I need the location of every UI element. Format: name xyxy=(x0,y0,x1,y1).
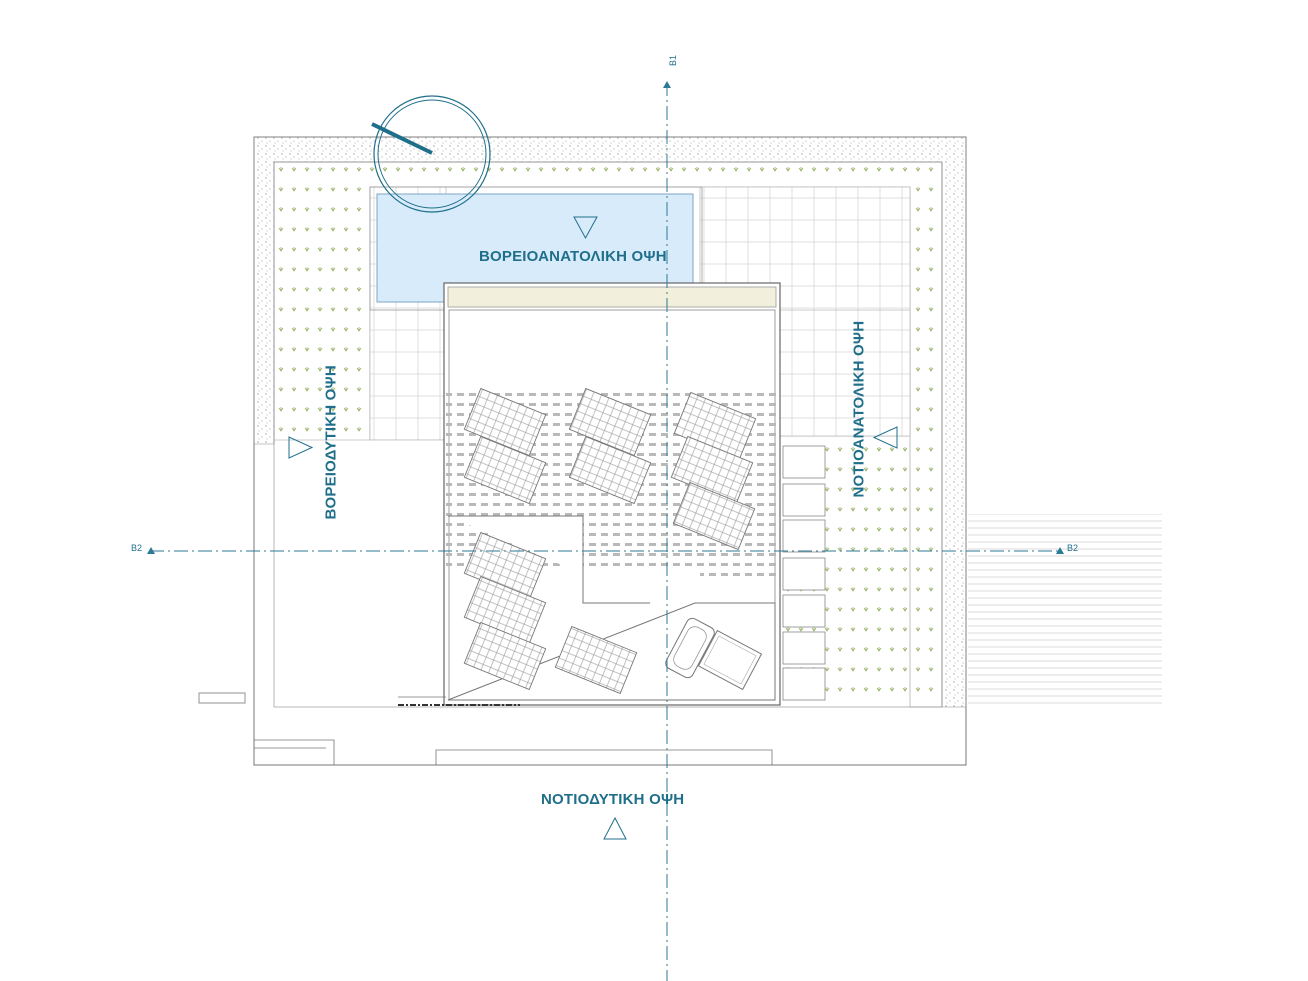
compass-circle-icon xyxy=(371,95,491,213)
deck-boards xyxy=(968,514,1162,704)
site-details xyxy=(198,692,773,765)
solar-panels xyxy=(463,387,757,695)
bathtub xyxy=(665,617,763,691)
label-northwest-view: ΒΟΡΕΙΟΔΥΤΙΚΗ ΟΨΗ xyxy=(322,365,340,520)
stepping-stones xyxy=(782,445,826,701)
section-mark-b2-left: B2 xyxy=(131,543,143,553)
section-mark-b2-right: B2 xyxy=(1067,543,1079,553)
label-northeast-view: ΒΟΡΕΙΟΑΝΑΤΟΛΙΚΗ ΟΨΗ xyxy=(479,248,667,265)
section-line-b2 xyxy=(147,547,1064,554)
triangle-marker-icon xyxy=(288,216,898,840)
label-southwest-view: ΝΟΤΙΟΔΥΤΙΚΗ ΟΨΗ xyxy=(541,791,685,808)
section-line-b1 xyxy=(663,81,671,981)
label-southeast-view: ΝΟΤΙΟΑΝΑΤΟΛΙΚΗ ΟΨΗ xyxy=(850,320,868,498)
section-mark-b1: B1 xyxy=(668,54,678,66)
